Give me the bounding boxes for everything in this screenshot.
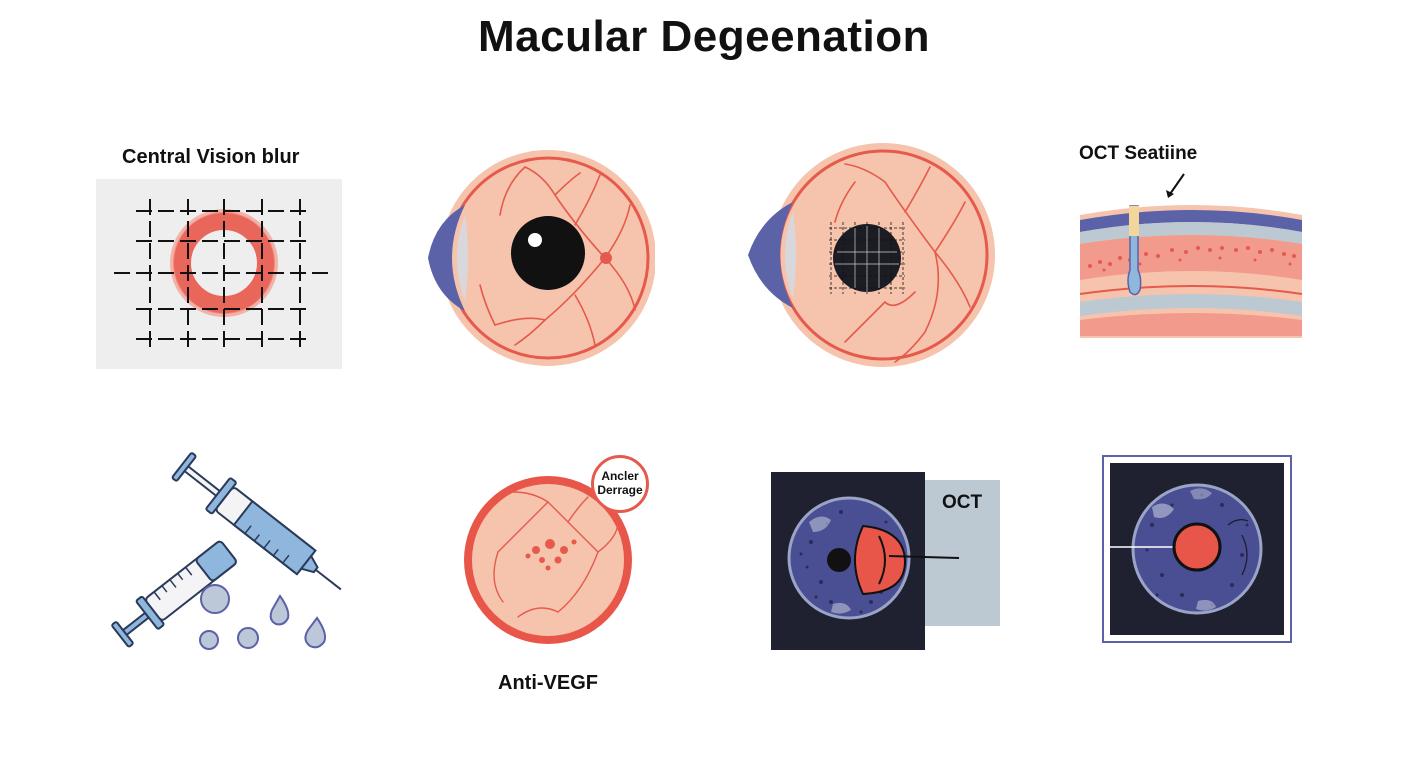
oct-scan-card bbox=[924, 480, 1000, 626]
oct-cross-section bbox=[1080, 170, 1306, 340]
anti-vegf-label: Anti-VEGF bbox=[498, 672, 598, 694]
syringes-illustration bbox=[88, 450, 348, 660]
damaged-retina-illustration bbox=[458, 452, 650, 648]
oct-label: OCT bbox=[942, 492, 983, 513]
central-vision-label: Central Vision blur bbox=[122, 146, 300, 168]
badge-line-2: Derrage bbox=[597, 483, 643, 497]
degenerated-eye-illustration bbox=[745, 142, 995, 372]
page-title: Macular Degeenation bbox=[477, 12, 931, 61]
oct-seatiine-label: OCT Seatiine bbox=[1079, 143, 1198, 164]
badge-line-1: Ancler bbox=[601, 469, 639, 483]
oct-scan-image-1 bbox=[771, 472, 1001, 650]
healthy-eye-illustration bbox=[425, 145, 655, 371]
oct-scan-image-2 bbox=[1102, 455, 1292, 643]
amsler-grid-panel bbox=[96, 179, 342, 369]
damage-badge: Ancler Derrage bbox=[591, 455, 649, 513]
